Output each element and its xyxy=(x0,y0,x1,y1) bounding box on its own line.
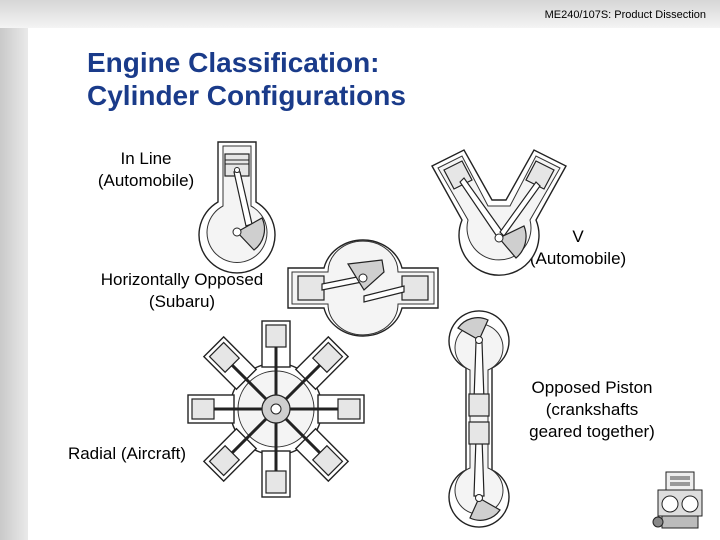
v-label-line-2: (Automobile) xyxy=(529,249,627,268)
engine-thumbnail-icon xyxy=(652,471,703,529)
opposed-piston-label-line-3: geared together) xyxy=(529,422,655,441)
opposed-piston-label-line-1: Opposed Piston xyxy=(531,378,653,397)
horizontal-label-line-1: Horizontally Opposed xyxy=(100,270,264,289)
v-engine-diagram xyxy=(431,149,567,276)
slide-title: Engine Classification: Cylinder Configur… xyxy=(87,46,406,112)
horizontal-label-line-2: (Subaru) xyxy=(148,292,216,311)
inline-label-line-2: (Automobile) xyxy=(97,171,195,190)
radial-label-line-1: Radial (Aircraft) xyxy=(67,444,187,463)
v-label-line-1: V xyxy=(572,227,584,246)
v-engine-label: V (Automobile) xyxy=(518,226,638,270)
inline-engine-diagram xyxy=(198,141,276,274)
inline-engine-label: In Line (Automobile) xyxy=(82,148,210,192)
opposed-piston-diagram xyxy=(448,310,510,528)
inline-label-line-1: In Line xyxy=(120,149,172,168)
header-band xyxy=(0,0,720,28)
title-line-1: Engine Classification: xyxy=(87,47,380,78)
opposed-piston-label: Opposed Piston (crankshafts geared toget… xyxy=(510,377,674,443)
horizontal-engine-diagram xyxy=(287,239,439,337)
opposed-piston-label-line-2: (crankshafts xyxy=(545,400,639,419)
radial-engine-label: Radial (Aircraft) xyxy=(52,443,202,465)
course-label: ME240/107S: Product Dissection xyxy=(544,9,706,21)
radial-engine-diagram xyxy=(187,320,365,498)
horizontal-engine-label: Horizontally Opposed (Subaru) xyxy=(82,269,282,313)
title-line-2: Cylinder Configurations xyxy=(87,80,406,111)
